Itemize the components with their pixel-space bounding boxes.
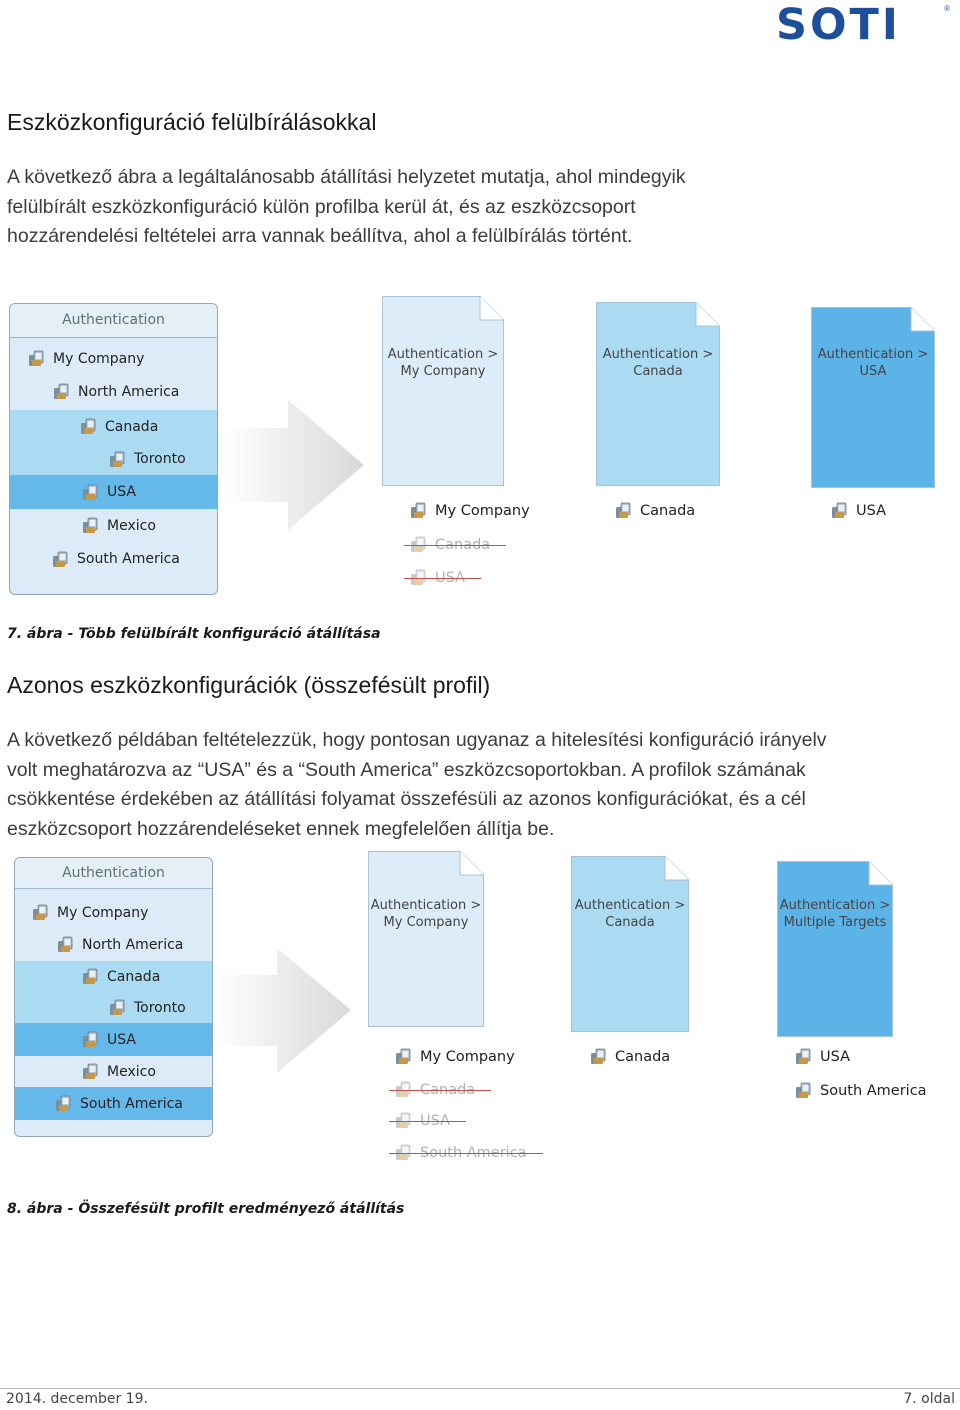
paragraph-line: A következő példában feltételezzük, hogy… (7, 729, 827, 751)
paragraph-line: felülbírált eszközkonfiguráció külön pro… (7, 195, 636, 218)
footer-date: 2014. december 19. (6, 1391, 148, 1407)
paragraph-line: eszközcsoport hozzárendeléseket ennek me… (7, 817, 555, 840)
device-group-icon (82, 1031, 99, 1048)
tree-item: North America (15, 929, 212, 960)
device-group-icon (395, 1048, 412, 1065)
tree-item: USA (10, 475, 217, 509)
removed-group-label: Canada (404, 536, 507, 553)
device-group-icon (109, 451, 126, 468)
section-title: Azonos eszközkonfigurációk (összefésült … (7, 672, 491, 698)
tree-item: Toronto (10, 443, 217, 475)
section-title: Eszközkonfiguráció felülbírálásokkal (7, 109, 377, 135)
device-group-icon (55, 1095, 72, 1112)
device-group-icon (109, 999, 126, 1016)
device-group-icon (82, 517, 99, 534)
tree-item: Canada (15, 961, 212, 992)
tree-item: Toronto (15, 992, 212, 1023)
group-tree: Authentication My Company North America … (14, 857, 213, 1137)
paragraph-line: A következő ábra a legáltalánosabb átáll… (7, 166, 686, 188)
device-group-icon (410, 536, 427, 553)
profile-title: Authentication >Canada (602, 347, 714, 379)
logo-registered-mark: ® (944, 4, 950, 13)
device-group-icon (82, 1063, 99, 1080)
profile-document: Authentication >Canada (571, 856, 689, 1032)
figure-caption: 8. ábra - Összefésült profilt eredményez… (7, 1201, 405, 1217)
device-group-icon (395, 1081, 412, 1098)
tree-header: Authentication (15, 858, 212, 889)
tree-item: Canada (10, 410, 217, 443)
paragraph-line: volt meghatározva az “USA” és a “South A… (7, 758, 806, 781)
profile-document: Authentication >Canada (596, 302, 720, 486)
removed-group-label: Canada (389, 1081, 492, 1098)
profile-title: Authentication >Multiple Targets (779, 898, 891, 930)
assigned-group-label: Canada (615, 502, 695, 519)
device-group-icon (53, 383, 70, 400)
profile-title: Authentication >USA (817, 347, 929, 379)
device-group-icon (795, 1048, 812, 1065)
figure-1: Authentication My Company North America … (0, 295, 960, 595)
paragraph-line: hozzárendelési feltételei arra vannak be… (7, 225, 633, 247)
device-group-icon (57, 936, 74, 953)
tree-item: Mexico (10, 509, 217, 542)
profile-title: Authentication >Canada (574, 898, 686, 930)
group-tree: Authentication My Company North America … (9, 303, 218, 595)
tree-item: My Company (10, 342, 217, 375)
device-group-icon (831, 502, 848, 519)
device-group-icon (590, 1048, 607, 1065)
assigned-group-label: My Company (410, 502, 530, 519)
profile-document: Authentication >My Company (368, 851, 484, 1027)
device-group-icon (795, 1082, 812, 1099)
tree-item: North America (10, 375, 217, 408)
assigned-group-label: South America (795, 1082, 927, 1099)
figure-2: Authentication My Company North America … (0, 850, 960, 1170)
device-group-icon (410, 569, 427, 586)
device-group-icon (80, 418, 97, 435)
profile-document: Authentication >Multiple Targets (777, 861, 893, 1037)
removed-group-label: USA (389, 1112, 467, 1129)
device-group-icon (615, 502, 632, 519)
footer-divider (0, 1388, 960, 1389)
tree-item: USA (15, 1023, 212, 1056)
footer-page-number: 7. oldal (903, 1391, 955, 1407)
device-group-icon (32, 904, 49, 921)
removed-group-label: South America (389, 1144, 543, 1161)
soti-logo: SOTI ® (776, 0, 952, 50)
arrow-right-icon (222, 400, 364, 530)
figure-caption: 7. ábra - Több felülbírált konfiguráció … (7, 626, 381, 642)
tree-item: Mexico (15, 1056, 212, 1087)
tree-item: South America (10, 542, 217, 576)
arrow-right-icon (213, 948, 351, 1073)
profile-title: Authentication >My Company (387, 347, 499, 379)
device-group-icon (410, 502, 427, 519)
device-group-icon (395, 1144, 412, 1161)
device-group-icon (28, 350, 45, 367)
profile-title: Authentication >My Company (370, 898, 482, 930)
tree-header: Authentication (10, 304, 217, 338)
section-paragraph: A következő ábra a legáltalánosabb átáll… (7, 163, 686, 252)
assigned-group-label: USA (795, 1048, 850, 1065)
device-group-icon (52, 551, 69, 568)
device-group-icon (82, 484, 99, 501)
tree-item: My Company (15, 897, 212, 928)
tree-item: South America (15, 1087, 212, 1120)
assigned-group-label: USA (831, 502, 886, 519)
profile-document: Authentication >My Company (382, 296, 504, 486)
section-paragraph: A következő példában feltételezzük, hogy… (7, 726, 827, 844)
device-group-icon (395, 1112, 412, 1129)
device-group-icon (82, 968, 99, 985)
logo-wordmark: SOTI (776, 0, 901, 50)
assigned-group-label: My Company (395, 1048, 515, 1065)
profile-document: Authentication >USA (811, 307, 935, 488)
removed-group-label: USA (404, 569, 482, 586)
paragraph-line: csökkentése érdekében az átállítási foly… (7, 788, 806, 810)
assigned-group-label: Canada (590, 1048, 670, 1065)
